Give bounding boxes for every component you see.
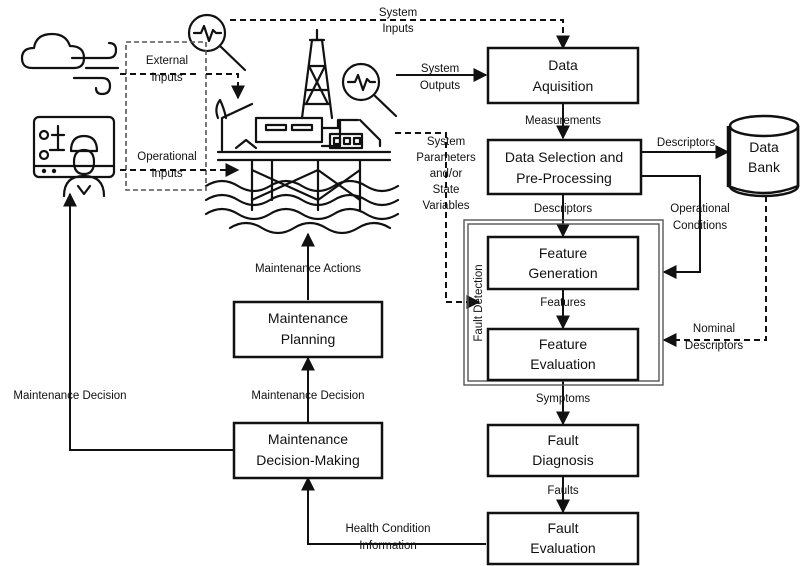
svg-text:Inputs: Inputs (151, 72, 183, 84)
maintenance-decision-making-line1: Maintenance (268, 431, 348, 447)
svg-text:System: System (379, 7, 417, 19)
operator-control-panel-icon (32, 115, 116, 198)
data-acquisition-line2: Aquisition (533, 78, 594, 94)
svg-text:Information: Information (359, 540, 417, 552)
data-acquisition-line1: Data (548, 57, 578, 73)
svg-text:Descriptors: Descriptors (685, 340, 743, 352)
label-nominal-descriptors: Nominal Descriptors (685, 323, 743, 352)
label-system-inputs: System Inputs (379, 7, 417, 35)
label-health-condition: Health Condition Information (345, 523, 430, 552)
fault-diagnosis-line1: Fault (547, 432, 578, 448)
svg-text:State: State (433, 184, 460, 196)
svg-text:Inputs: Inputs (382, 23, 414, 35)
label-system-outputs: System Outputs (420, 63, 461, 92)
maintenance-decision-making-box: Maintenance Decision-Making (232, 421, 384, 480)
svg-text:System: System (427, 136, 465, 148)
label-measurements: Measurements (525, 115, 601, 127)
svg-text:Inputs: Inputs (151, 168, 183, 180)
maintenance-planning-line1: Maintenance (268, 310, 348, 326)
fault-diagnosis-box: Fault Diagnosis (486, 423, 640, 478)
svg-text:Outputs: Outputs (420, 80, 461, 92)
data-bank-line1: Data (749, 139, 779, 155)
svg-text:Parameters: Parameters (416, 152, 476, 164)
svg-text:Health Condition: Health Condition (345, 523, 430, 535)
maintenance-decision-making-line2: Decision-Making (256, 452, 359, 468)
fault-evaluation-box: Fault Evaluation (486, 511, 640, 566)
data-bank-cylinder: Data Bank (726, 114, 800, 198)
maintenance-planning-box: Maintenance Planning (232, 300, 384, 359)
svg-text:Operational: Operational (670, 203, 729, 215)
data-selection-line1: Data Selection and (505, 149, 623, 165)
svg-text:Nominal: Nominal (693, 323, 735, 335)
data-acquisition-box: Data Aquisition (486, 46, 640, 105)
magnifier-output-icon (341, 62, 398, 118)
svg-text:Conditions: Conditions (673, 220, 728, 232)
feature-evaluation-box: Feature Evaluation (486, 327, 640, 382)
label-faults: Faults (547, 485, 579, 497)
fault-detection-label: Fault Detection (473, 264, 485, 341)
svg-text:Variables: Variables (422, 200, 469, 212)
data-selection-box: Data Selection and Pre-Processing (486, 138, 643, 196)
feature-generation-line2: Generation (528, 265, 597, 281)
svg-text:and/or: and/or (430, 168, 463, 180)
fault-detection-frame (463, 219, 664, 386)
magnifier-monitor-icon (187, 13, 247, 72)
label-maintenance-decision-left: Maintenance Decision (13, 390, 126, 402)
fault-evaluation-line1: Fault (547, 520, 578, 536)
svg-text:System: System (421, 63, 459, 75)
label-descriptors-fg: Descriptors (534, 203, 592, 215)
label-system-parameters: System Parameters and/or State Variables (416, 136, 476, 212)
label-maintenance-actions: Maintenance Actions (255, 263, 361, 275)
svg-text:Operational: Operational (137, 151, 196, 163)
maintenance-planning-line2: Planning (281, 331, 336, 347)
weather-cloud-wind-icon (20, 32, 120, 96)
label-external-inputs: External Inputs (146, 55, 188, 84)
svg-text:External: External (146, 55, 188, 67)
label-operational-conditions: Operational Conditions (670, 203, 729, 232)
label-descriptors-bank: Descriptors (657, 137, 715, 149)
feature-generation-box: Feature Generation (486, 235, 640, 291)
feature-evaluation-line2: Evaluation (530, 356, 595, 372)
fault-evaluation-line2: Evaluation (530, 540, 595, 556)
label-maintenance-decision-mid: Maintenance Decision (251, 390, 364, 402)
data-selection-line2: Pre-Processing (516, 170, 612, 186)
label-symptoms: Symptoms (536, 393, 591, 405)
fault-diagnosis-line2: Diagnosis (532, 452, 593, 468)
data-bank-line2: Bank (748, 159, 781, 175)
feature-evaluation-line1: Feature (539, 336, 587, 352)
label-operational-inputs: Operational Inputs (137, 151, 196, 180)
offshore-platform-icon (204, 28, 400, 235)
label-features: Features (540, 297, 586, 309)
feature-generation-line1: Feature (539, 245, 587, 261)
